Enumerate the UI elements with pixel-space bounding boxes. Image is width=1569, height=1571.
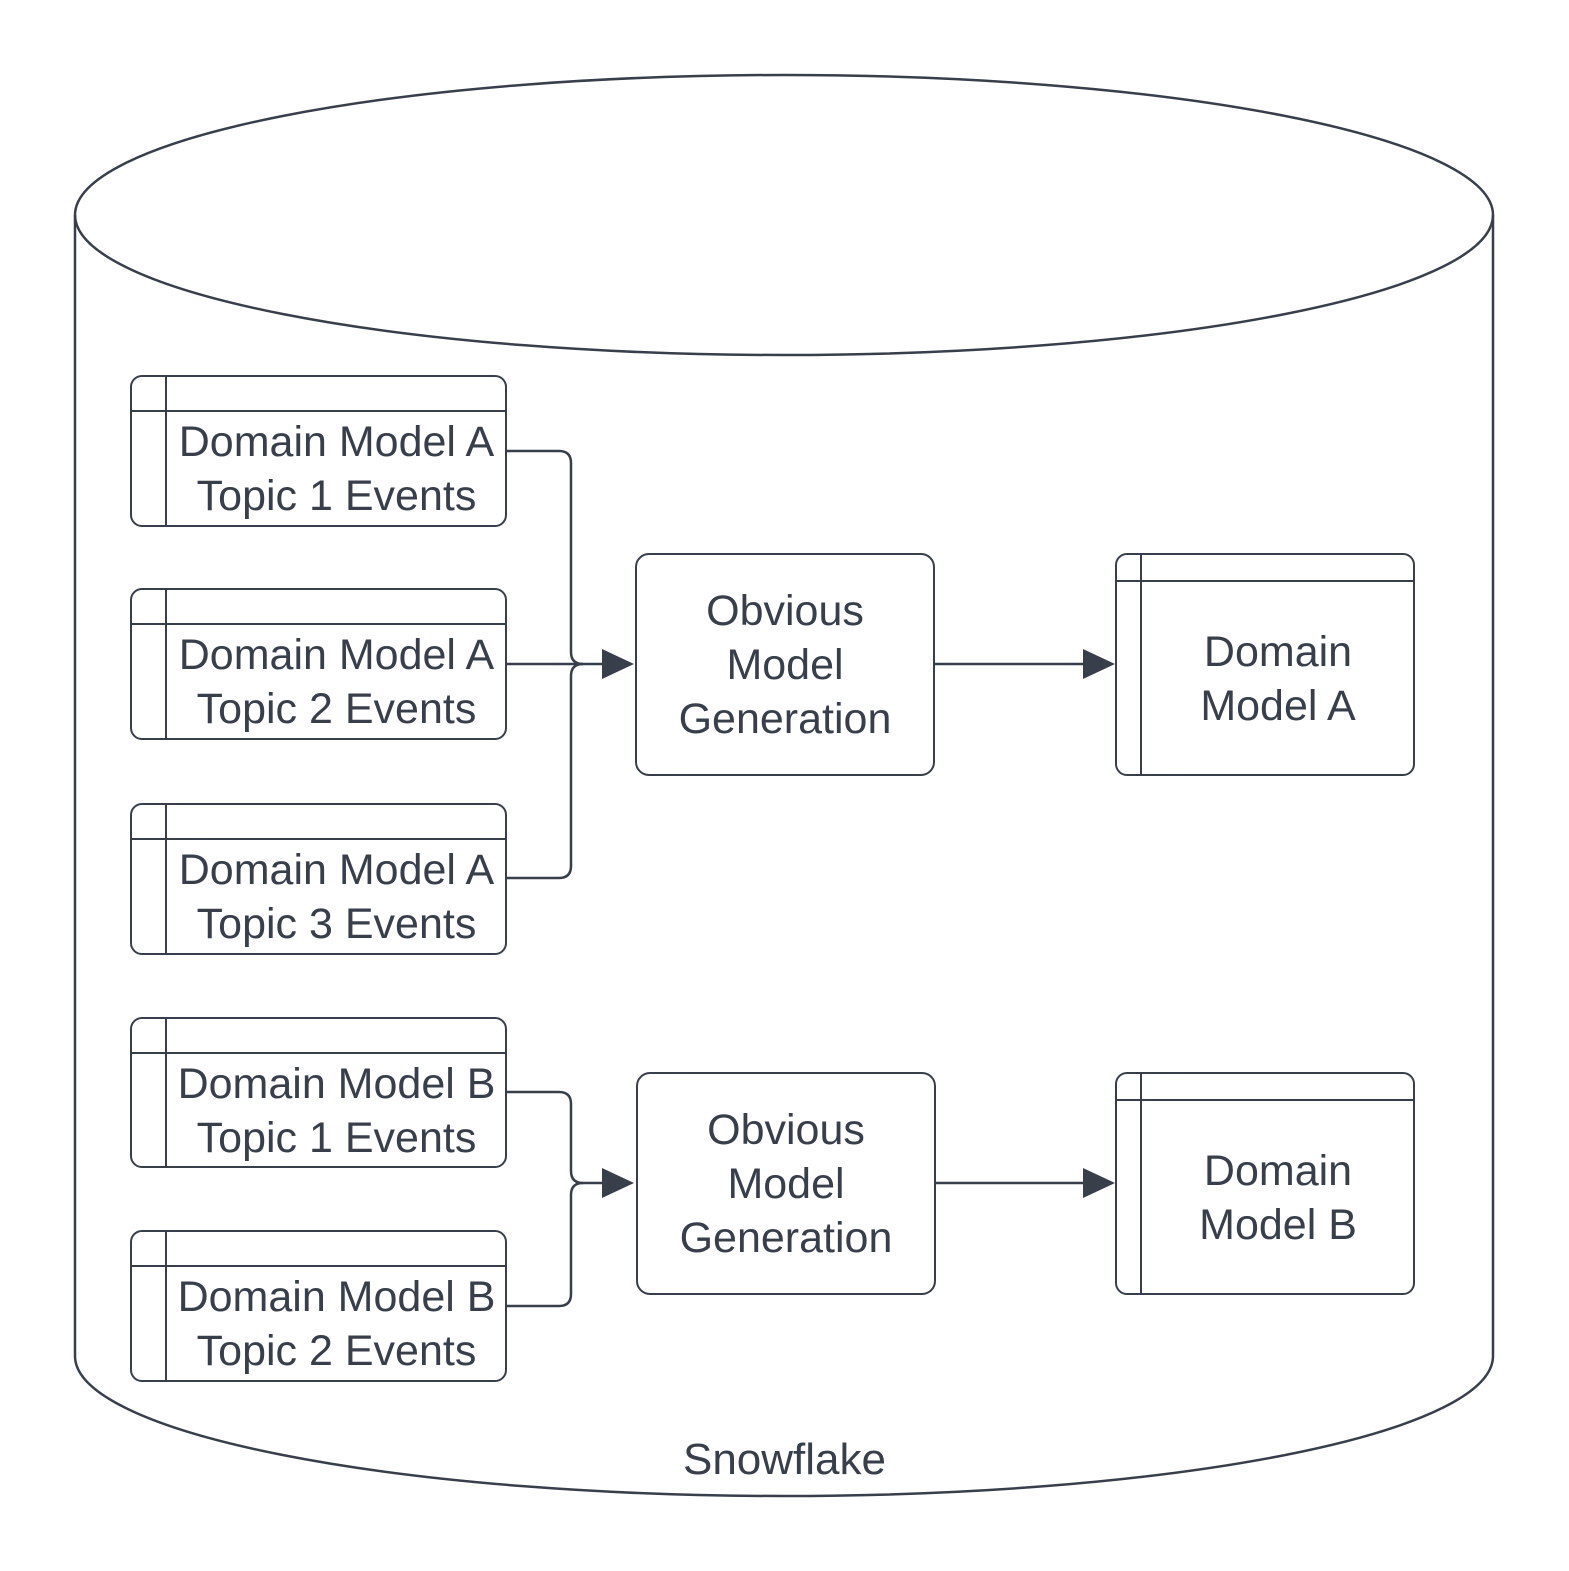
table-label-line2: Topic 1 Events [196,472,477,520]
table-label-line1: Domain [1203,627,1353,676]
table-label: Domain Model A Topic 3 Events [168,841,505,953]
table-label-line2: Topic 2 Events [196,685,477,733]
table-label-line2: Model B [1199,1200,1357,1249]
arrowhead-into-process-b [602,1168,634,1198]
table-key-column [132,1232,167,1380]
process-label-line1: Obvious [706,586,864,635]
table-header-row [132,377,505,412]
table-label-line2: Topic 1 Events [196,1113,477,1162]
process-label-line1: Obvious [707,1105,865,1154]
table-label-line1: Domain Model A [178,418,495,466]
table-label-line1: Domain Model A [178,631,495,679]
table-label: Domain Model A Topic 1 Events [168,413,505,525]
table-header-row [132,805,505,840]
table-key-column [132,805,167,953]
table-header-row [132,1232,505,1267]
process-label-line3: Generation [678,694,892,743]
connector-topic3a-to-merge [507,662,584,880]
table-label: Domain Model B Topic 2 Events [168,1268,505,1380]
table-label: Domain Model A [1143,583,1413,774]
cylinder-top-ellipse [73,73,1495,357]
table-key-column [1117,1074,1142,1293]
arrowhead-into-process-a [602,649,634,679]
table-key-column [1117,555,1142,774]
table-label-line1: Domain Model B [177,1273,496,1321]
table-domain-model-b-topic-2-events: Domain Model B Topic 2 Events [130,1230,507,1382]
table-key-column [132,590,167,738]
table-domain-model-a-topic-2-events: Domain Model A Topic 2 Events [130,588,507,740]
table-domain-model-a-topic-1-events: Domain Model A Topic 1 Events [130,375,507,527]
process-label-line2: Model [727,1159,845,1208]
table-header-row [132,590,505,625]
connector-topic1b-to-process [507,1090,602,1185]
table-key-column [132,377,167,525]
table-label-line2: Topic 2 Events [196,1327,477,1375]
connector-topic1a-to-merge [507,449,584,666]
table-label-line1: Domain Model A [178,846,495,894]
table-label-line2: Topic 3 Events [196,900,477,948]
process-obvious-model-generation-a: Obvious Model Generation [635,553,935,776]
cylinder-bottom-arc [73,1355,1495,1498]
table-domain-model-a-topic-3-events: Domain Model A Topic 3 Events [130,803,507,955]
table-label: Domain Model B Topic 1 Events [168,1055,505,1166]
table-label-line1: Domain [1203,1146,1353,1195]
process-label-line3: Generation [679,1213,893,1262]
process-label-line2: Model [726,640,844,689]
table-domain-model-a: Domain Model A [1115,553,1415,776]
table-domain-model-b-topic-1-events: Domain Model B Topic 1 Events [130,1017,507,1168]
table-domain-model-b: Domain Model B [1115,1072,1415,1295]
process-obvious-model-generation-b: Obvious Model Generation [636,1072,936,1295]
table-key-column [132,1019,167,1166]
table-header-row [1117,1074,1413,1101]
snowflake-label: Snowflake [682,1435,886,1484]
table-label-line2: Model A [1200,681,1356,730]
table-header-row [1117,555,1413,582]
arrowhead-into-model-a [1083,649,1115,679]
arrowhead-into-model-b [1083,1168,1115,1198]
connector-topic2b-to-merge [507,1181,584,1308]
table-label-line1: Domain Model B [177,1059,496,1108]
table-label: Domain Model A Topic 2 Events [168,626,505,738]
table-label: Domain Model B [1143,1102,1413,1293]
table-header-row [132,1019,505,1054]
